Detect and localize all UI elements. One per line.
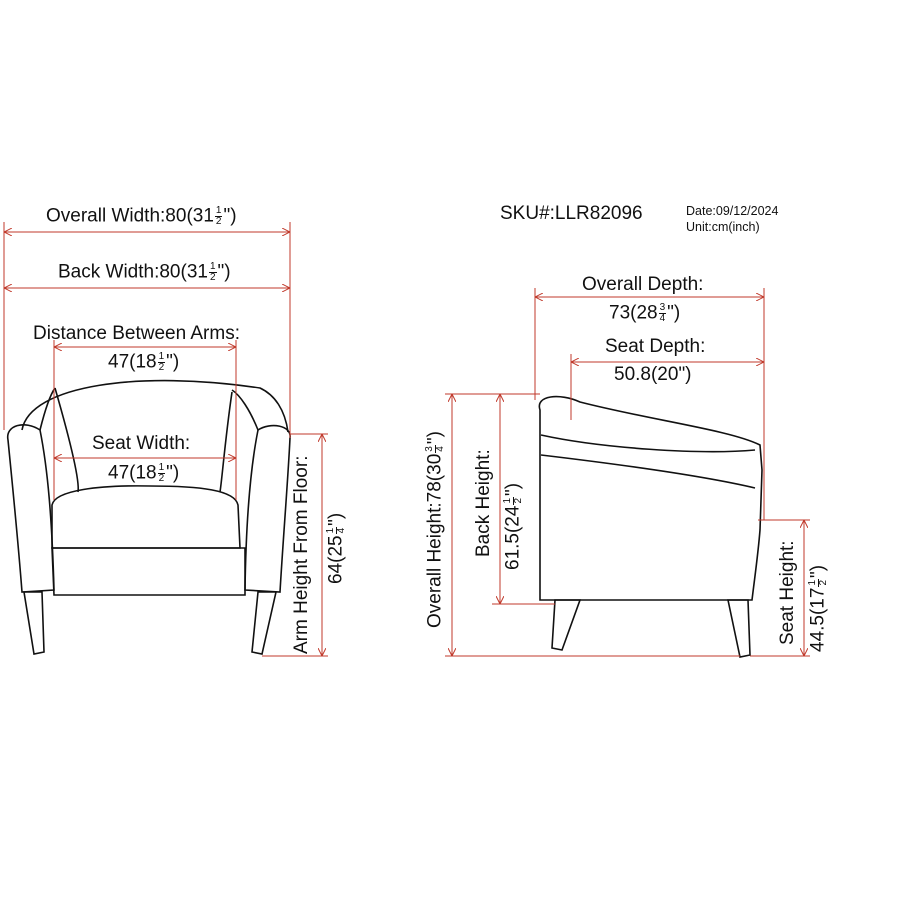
side-chair-outline — [538, 395, 763, 658]
frac-den: 2 — [215, 216, 222, 227]
tail: ") — [325, 512, 347, 526]
tail: ") — [217, 261, 231, 283]
frac-den: 4 — [435, 446, 446, 452]
value: 73(28 — [609, 302, 658, 324]
frac-num: 1 — [157, 462, 166, 474]
tail: ") — [223, 205, 237, 227]
tail: ") — [502, 482, 524, 496]
tail: ") — [166, 351, 180, 373]
seat-width-title: Seat Width: — [92, 433, 191, 454]
frac-num: 1 — [157, 351, 166, 363]
tail: ") — [424, 431, 446, 445]
value: 64(25 — [325, 535, 347, 584]
frac-num: 1 — [214, 205, 223, 217]
frac-den: 2 — [158, 362, 165, 373]
value: 47(18 — [108, 462, 157, 484]
tail: ") — [166, 462, 180, 484]
date-label: Date:09/12/2024 — [686, 204, 779, 218]
front-chair-outline — [7, 379, 291, 655]
frac-den: 2 — [209, 272, 216, 283]
tail: ") — [807, 564, 829, 578]
seat-height-title: Seat Height: — [777, 540, 798, 645]
back-height-title: Back Height: — [473, 449, 494, 557]
seat-depth-value: 50.8(20") — [614, 364, 692, 385]
overall-depth-title: Overall Depth: — [582, 274, 704, 295]
frac-den: 2 — [158, 473, 165, 484]
value: 44.5(17 — [807, 587, 829, 652]
seat-depth-title: Seat Depth: — [605, 336, 706, 357]
distance-between-arms-title: Distance Between Arms: — [33, 323, 240, 344]
frac-den: 2 — [513, 497, 524, 504]
back-width-value: Back Width:80(31 — [58, 261, 208, 283]
arm-height-title: Arm Height From Floor: — [291, 455, 312, 654]
value: 47(18 — [108, 351, 157, 373]
unit-label: Unit:cm(inch) — [686, 220, 760, 234]
frac-den: 4 — [336, 527, 347, 534]
frac-den: 4 — [659, 313, 666, 324]
value: Overall Height:78(30 — [424, 453, 446, 628]
sku-label: SKU#:LLR82096 — [500, 203, 643, 224]
frac-num: 3 — [658, 302, 667, 314]
frac-num: 1 — [208, 261, 217, 273]
tail: ") — [667, 302, 681, 324]
overall-width-value: Overall Width:80(31 — [46, 205, 214, 227]
value: 61.5(24 — [502, 505, 524, 570]
frac-den: 2 — [818, 579, 829, 586]
